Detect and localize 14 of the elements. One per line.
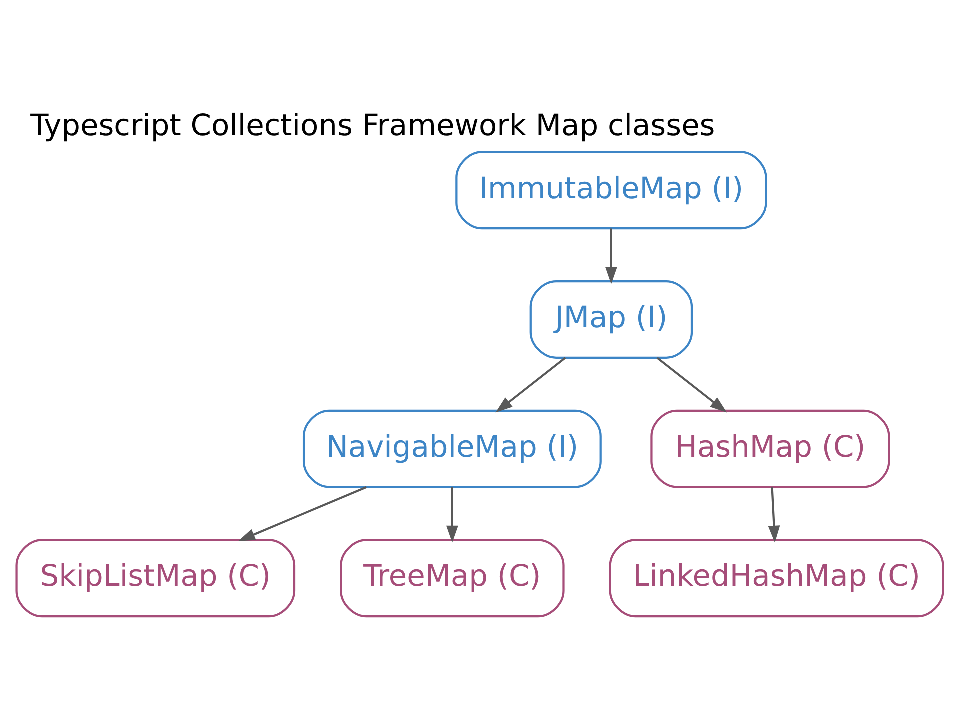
arrow bbox=[768, 487, 780, 543]
arrow bbox=[656, 357, 728, 413]
node-box: NavigableMap (I) bbox=[302, 410, 602, 488]
node-box: ImmutableMap (I) bbox=[456, 151, 768, 230]
arrow bbox=[446, 487, 458, 543]
arrow bbox=[238, 486, 368, 542]
node-box: SkipListMap (C) bbox=[16, 539, 296, 618]
node-box: HashMap (C) bbox=[650, 410, 890, 488]
arrow bbox=[496, 357, 566, 413]
node-box: LinkedHashMap (C) bbox=[609, 539, 944, 618]
arrow bbox=[606, 228, 618, 284]
diagram-title: Typescript Collections Framework Map classes bbox=[30, 108, 716, 143]
node-box: TreeMap (C) bbox=[340, 539, 565, 618]
node-box: JMap (I) bbox=[530, 280, 694, 359]
